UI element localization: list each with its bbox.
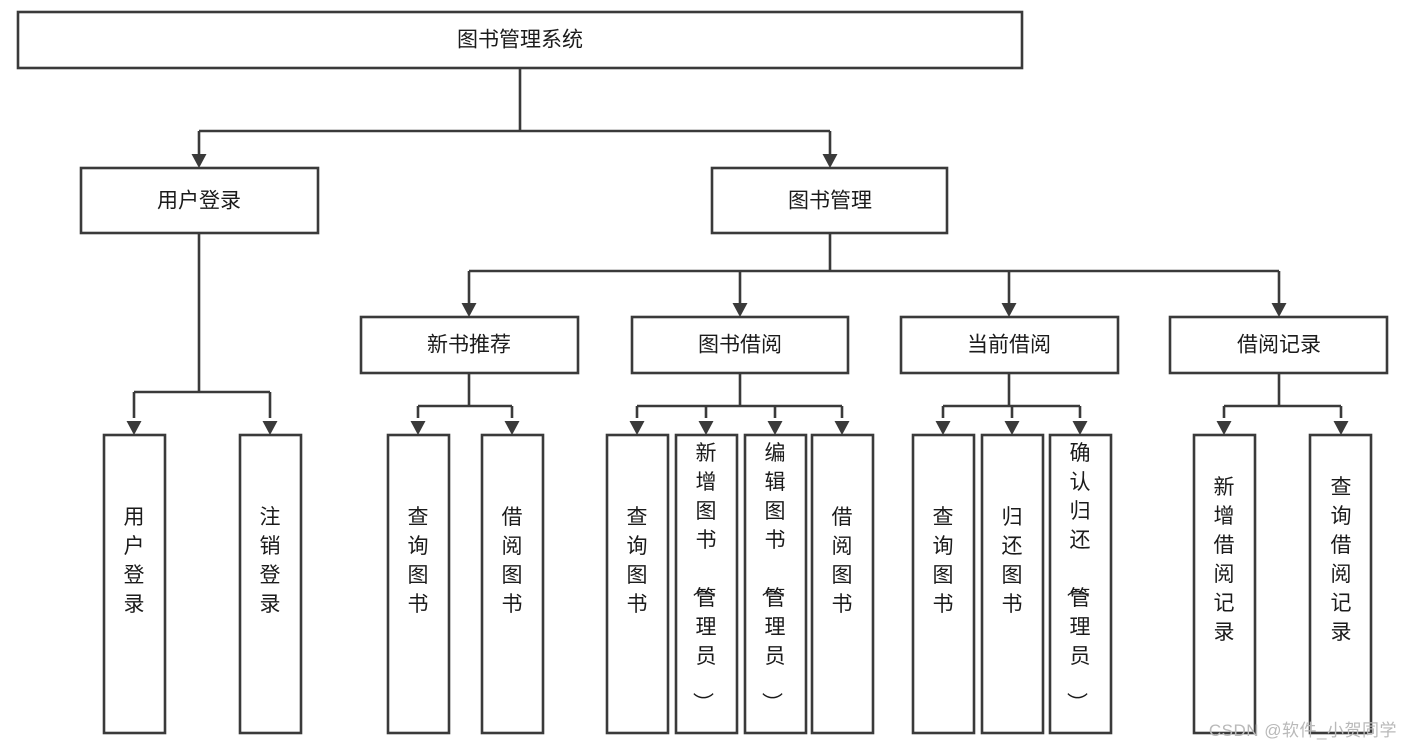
- arrow-ul-leaf-2: [262, 421, 278, 435]
- arrow-bb-leaf-4: [834, 421, 850, 435]
- node-leaf-user-login-label: 用户登录: [124, 506, 145, 616]
- node-new-book-recommend[interactable]: 新书推荐: [359, 315, 580, 375]
- node-leaf-return-book-label: 归还图书: [1002, 506, 1023, 616]
- connector-group-user-login: [126, 233, 278, 435]
- node-leaf-query-book-2[interactable]: 查询图书: [605, 433, 670, 735]
- node-leaf-query-book-1[interactable]: 查询图书: [386, 433, 451, 735]
- connector-group-current-borrow: [935, 373, 1088, 435]
- arrow-bm-to-book-borrow: [732, 303, 748, 317]
- node-leaf-user-logout-label: 注销登录: [260, 506, 281, 616]
- arrow-cb-leaf-3: [1072, 421, 1088, 435]
- arrow-ul-leaf-1: [126, 421, 142, 435]
- arrow-bm-to-current-borrow: [1001, 303, 1017, 317]
- node-book-borrow-box[interactable]: [630, 315, 850, 375]
- node-leaf-query-book-3[interactable]: 查询图书: [911, 433, 976, 735]
- node-leaf-borrow-book-2-label: 借阅图书: [832, 506, 853, 616]
- node-leaf-query-book-1-box[interactable]: [386, 433, 451, 735]
- arrow-br-leaf-1: [1216, 421, 1232, 435]
- node-user-login-box[interactable]: [79, 166, 320, 235]
- arrow-bm-to-new-book: [461, 303, 477, 317]
- node-leaf-confirm-return-box[interactable]: [1048, 433, 1113, 735]
- node-leaf-add-book-box[interactable]: [674, 433, 739, 735]
- node-current-borrow[interactable]: 当前借阅: [899, 315, 1120, 375]
- node-leaf-confirm-return-label: 确认归还（管理员）: [1065, 442, 1091, 713]
- arrow-bm-to-borrow-record: [1271, 303, 1287, 317]
- node-leaf-borrow-book-1[interactable]: 借阅图书: [480, 433, 545, 735]
- node-root-label: 图书管理系统: [457, 29, 583, 52]
- node-leaf-confirm-return[interactable]: 确认归还（管理员）: [1048, 433, 1113, 735]
- node-borrow-record[interactable]: 借阅记录: [1168, 315, 1389, 375]
- node-leaf-query-book-1-label: 查询图书: [408, 506, 429, 616]
- node-borrow-record-label: 借阅记录: [1237, 334, 1321, 357]
- node-leaf-add-record-label: 新增借阅记录: [1214, 476, 1235, 644]
- node-new-book-recommend-label: 新书推荐: [427, 334, 511, 357]
- node-current-borrow-box[interactable]: [899, 315, 1120, 375]
- connector-group-book-borrow: [629, 373, 850, 435]
- node-root-box[interactable]: [16, 10, 1024, 70]
- node-leaf-query-book-3-box[interactable]: [911, 433, 976, 735]
- node-book-management[interactable]: 图书管理: [710, 166, 949, 235]
- arrow-cb-leaf-2: [1004, 421, 1020, 435]
- node-user-login-label: 用户登录: [157, 190, 241, 213]
- node-leaf-query-record-label: 查询借阅记录: [1331, 476, 1352, 644]
- node-leaf-borrow-book-1-box[interactable]: [480, 433, 545, 735]
- node-leaf-edit-book-box[interactable]: [743, 433, 808, 735]
- node-leaf-add-book-label: 新增图书（管理员）: [691, 442, 717, 713]
- node-borrow-record-box[interactable]: [1168, 315, 1389, 375]
- node-leaf-edit-book-label: 编辑图书（管理员）: [760, 442, 786, 713]
- node-leaf-add-record[interactable]: 新增借阅记录: [1192, 433, 1257, 735]
- node-leaf-user-logout[interactable]: 注销登录: [238, 433, 303, 735]
- node-leaf-return-book[interactable]: 归还图书: [980, 433, 1045, 735]
- node-leaf-query-record[interactable]: 查询借阅记录: [1308, 433, 1373, 735]
- node-book-borrow[interactable]: 图书借阅: [630, 315, 850, 375]
- connector-group-new-book: [410, 373, 520, 435]
- node-leaf-query-book-2-box[interactable]: [605, 433, 670, 735]
- node-leaf-add-book[interactable]: 新增图书（管理员）: [674, 433, 739, 735]
- connector-group-root: [191, 67, 838, 168]
- node-book-borrow-label: 图书借阅: [698, 334, 782, 357]
- node-leaf-query-book-2-label: 查询图书: [627, 506, 648, 616]
- arrow-nb-leaf-1: [410, 421, 426, 435]
- arrow-root-to-user-login: [191, 154, 207, 168]
- node-root-system[interactable]: 图书管理系统: [16, 10, 1024, 70]
- node-new-book-recommend-box[interactable]: [359, 315, 580, 375]
- node-leaf-user-logout-box[interactable]: [238, 433, 303, 735]
- node-leaf-user-login[interactable]: 用户登录: [102, 433, 167, 735]
- arrow-nb-leaf-2: [504, 421, 520, 435]
- node-leaf-borrow-book-1-label: 借阅图书: [502, 506, 523, 616]
- arrow-root-to-book-management: [822, 154, 838, 168]
- connector-group-borrow-record: [1216, 373, 1349, 435]
- arrow-bb-leaf-3: [767, 421, 783, 435]
- arrow-bb-leaf-1: [629, 421, 645, 435]
- arrow-bb-leaf-2: [698, 421, 714, 435]
- node-leaf-add-record-box[interactable]: [1192, 433, 1257, 735]
- node-leaf-borrow-book-2[interactable]: 借阅图书: [810, 433, 875, 735]
- arrow-br-leaf-2: [1333, 421, 1349, 435]
- node-user-login[interactable]: 用户登录: [79, 166, 320, 235]
- node-current-borrow-label: 当前借阅: [967, 334, 1051, 357]
- arrow-cb-leaf-1: [935, 421, 951, 435]
- connector-group-book-management: [461, 233, 1287, 317]
- node-leaf-return-book-box[interactable]: [980, 433, 1045, 735]
- node-leaf-edit-book[interactable]: 编辑图书（管理员）: [743, 433, 808, 735]
- node-leaf-query-record-box[interactable]: [1308, 433, 1373, 735]
- node-leaf-borrow-book-2-box[interactable]: [810, 433, 875, 735]
- node-book-management-label: 图书管理: [788, 190, 872, 213]
- node-leaf-query-book-3-label: 查询图书: [933, 506, 954, 616]
- node-book-management-box[interactable]: [710, 166, 949, 235]
- node-leaf-user-login-box[interactable]: [102, 433, 167, 735]
